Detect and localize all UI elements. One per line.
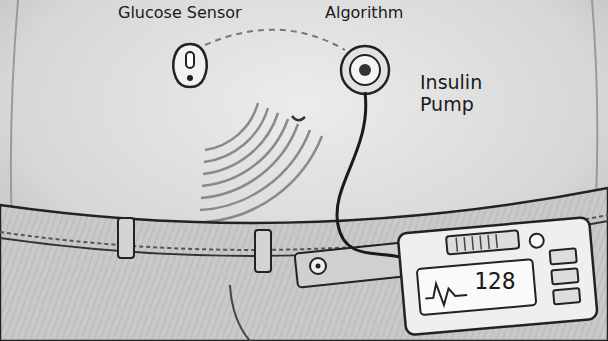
infusion-site <box>341 46 389 94</box>
insulin-pump <box>398 217 598 335</box>
jeans-button <box>310 258 326 274</box>
algorithm-label: Algorithm <box>325 4 403 22</box>
pump-clip <box>295 242 408 287</box>
jeans <box>0 188 608 341</box>
fly-seam <box>230 285 250 341</box>
infusion-tubing <box>337 92 404 258</box>
sensor-label: Glucose Sensor <box>118 4 242 22</box>
wireless-link <box>205 30 345 50</box>
belt-loop <box>118 218 134 258</box>
navel <box>292 116 305 120</box>
signal-arcs <box>200 103 322 222</box>
pump-label: Insulin Pump <box>420 72 510 116</box>
glucose-reading: 128 <box>474 268 516 294</box>
glucose-sensor <box>173 44 206 87</box>
torso-side <box>11 0 18 230</box>
belt-loop <box>255 230 271 272</box>
torso-side <box>592 0 597 200</box>
